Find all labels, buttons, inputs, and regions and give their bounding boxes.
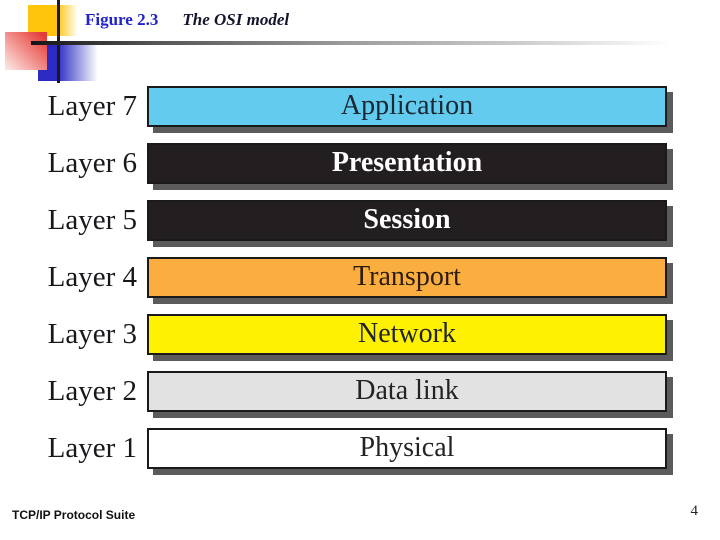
header-divider-line	[31, 41, 720, 45]
layer-row-2: Layer 2 Data link	[0, 371, 720, 412]
layer-label-5: Layer 5	[47, 204, 137, 236]
layer-bar-network: Network	[147, 314, 667, 355]
layer-bar-presentation: Presentation	[147, 143, 667, 184]
layer-row-4: Layer 4 Transport	[0, 257, 720, 298]
logo-yellow-square	[28, 5, 78, 36]
layer-row-3: Layer 3 Network	[0, 314, 720, 355]
layer-bar-transport: Transport	[147, 257, 667, 298]
layer-bar-application: Application	[147, 86, 667, 127]
layer-bar-session: Session	[147, 200, 667, 241]
layer-label-2: Layer 2	[47, 375, 137, 407]
layer-row-1: Layer 1 Physical	[0, 428, 720, 469]
layer-bar-physical: Physical	[147, 428, 667, 469]
header: Figure 2.3 The OSI model	[85, 10, 289, 30]
figure-title: The OSI model	[182, 10, 290, 29]
footer-title: TCP/IP Protocol Suite	[12, 508, 136, 522]
logo-blue-square	[38, 45, 106, 81]
layer-row-6: Layer 6 Presentation	[0, 143, 720, 184]
layer-label-3: Layer 3	[47, 318, 137, 350]
layer-bar-datalink: Data link	[147, 371, 667, 412]
page-number: 4	[690, 503, 699, 519]
layer-label-1: Layer 1	[47, 432, 137, 464]
layer-row-5: Layer 5 Session	[0, 200, 720, 241]
logo-red-square	[5, 32, 47, 70]
figure-label: Figure 2.3	[85, 10, 159, 29]
layer-label-7: Layer 7	[47, 90, 137, 122]
layer-label-4: Layer 4	[47, 261, 137, 293]
layer-label-6: Layer 6	[47, 147, 137, 179]
layer-row-7: Layer 7 Application	[0, 86, 720, 127]
